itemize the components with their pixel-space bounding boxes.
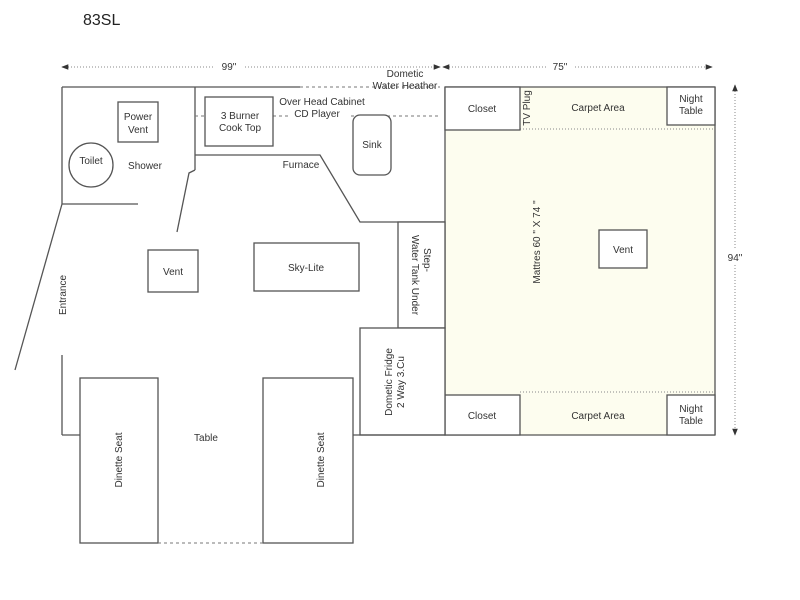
dimension-depth: 94" xyxy=(722,84,748,436)
cd-player-label: CD Player xyxy=(294,109,340,120)
sink: Sink xyxy=(352,114,392,176)
svg-text:Cook Top: Cook Top xyxy=(219,123,262,134)
tv-plug-label: TV Plug xyxy=(522,90,533,126)
svg-text:2 Way 3.Cu: 2 Way 3.Cu xyxy=(396,356,407,408)
svg-text:Vent: Vent xyxy=(128,125,148,136)
svg-text:75": 75" xyxy=(553,62,568,73)
svg-text:Dometic Fridge: Dometic Fridge xyxy=(384,348,395,416)
svg-text:Step-: Step- xyxy=(421,248,432,272)
svg-text:Vent: Vent xyxy=(613,245,633,256)
floorplan-title: 83SL xyxy=(83,12,121,29)
svg-text:94": 94" xyxy=(728,253,743,264)
toilet: Toilet xyxy=(68,142,114,188)
svg-text:Table: Table xyxy=(679,106,703,117)
dometic-fridge: Dometic Fridge 2 Way 3.Cu xyxy=(359,327,446,436)
svg-text:Closet: Closet xyxy=(468,104,497,115)
dimension-width-rear: 75" xyxy=(442,61,713,73)
dinette-seat-left: Dinette Seat xyxy=(79,377,159,544)
ceiling-vent: Vent xyxy=(147,249,199,293)
dinette-seat-right: Dinette Seat xyxy=(262,377,354,544)
step-water-tank: Step- Water Tank Under xyxy=(397,221,446,329)
svg-text:Sink: Sink xyxy=(362,140,382,151)
carpet-area-bottom: Carpet Area xyxy=(571,411,625,422)
entrance-label: Entrance xyxy=(58,275,69,315)
shower-label: Shower xyxy=(128,161,163,172)
water-heater-label-2: Water Heather xyxy=(373,81,438,92)
svg-text:99": 99" xyxy=(222,62,237,73)
bedroom-area xyxy=(445,87,715,435)
svg-text:Toilet: Toilet xyxy=(79,156,103,167)
svg-text:Dinette Seat: Dinette Seat xyxy=(114,432,125,487)
svg-text:Dinette Seat: Dinette Seat xyxy=(316,432,327,487)
water-heater-label: Dometic xyxy=(387,69,424,80)
sky-lite: Sky-Lite xyxy=(253,242,360,292)
carpet-area-top: Carpet Area xyxy=(571,103,625,114)
svg-text:Night: Night xyxy=(679,404,703,415)
svg-text:Table: Table xyxy=(679,416,703,427)
overhead-cabinet-label: Over Head Cabinet xyxy=(279,97,365,108)
table-label: Table xyxy=(194,433,218,444)
furnace-label: Furnace xyxy=(283,160,320,171)
mattress-label: Mattres 60 " X 74 " xyxy=(532,200,543,284)
svg-text:Vent: Vent xyxy=(163,267,183,278)
dimension-width-front: 99" xyxy=(61,61,441,73)
svg-text:3 Burner: 3 Burner xyxy=(221,111,260,122)
closet-bottom: Closet xyxy=(444,394,521,436)
svg-text:Closet: Closet xyxy=(468,411,497,422)
closet-top: Closet xyxy=(444,86,521,131)
svg-text:Power: Power xyxy=(124,112,153,123)
bedroom-vent: Vent xyxy=(598,229,648,269)
svg-text:Night: Night xyxy=(679,94,703,105)
svg-text:Sky-Lite: Sky-Lite xyxy=(288,263,325,274)
svg-text:Water Tank Under: Water Tank Under xyxy=(409,235,420,316)
